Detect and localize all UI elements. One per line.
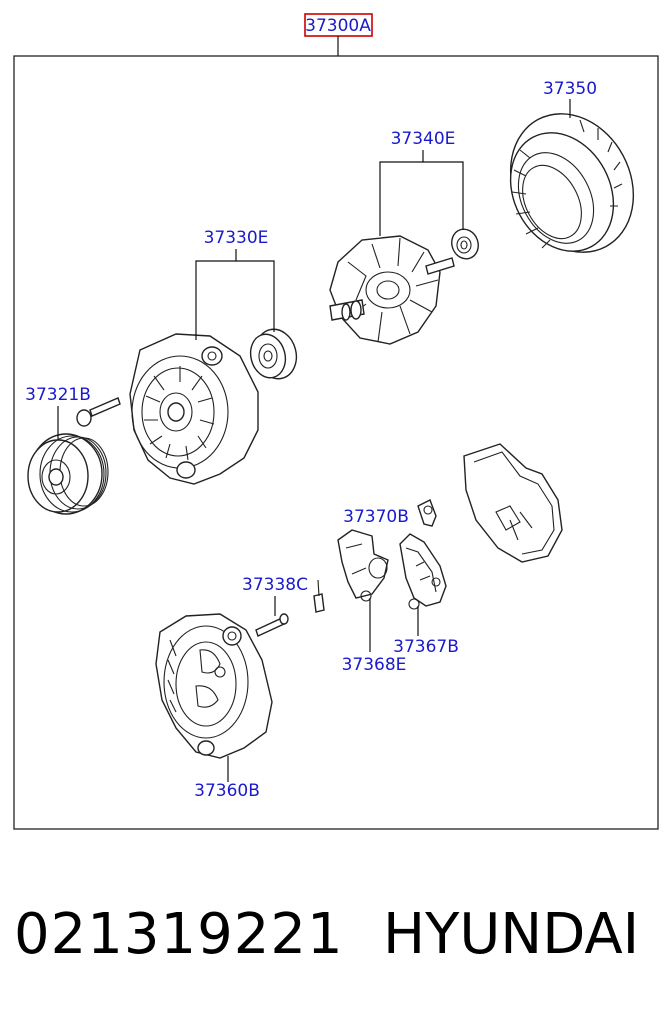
part-number: 021319221: [14, 902, 344, 967]
pulley-part[interactable]: [27, 433, 109, 515]
brush-holder-label[interactable]: 37370B: [343, 507, 409, 527]
through-bolt-part[interactable]: [255, 613, 289, 637]
diagram-frame: [13, 55, 659, 830]
brand-name: HYUNDAI: [383, 902, 640, 967]
rotor-part[interactable]: [329, 235, 455, 345]
stator-part[interactable]: [487, 92, 657, 274]
front-bracket-label[interactable]: 37330E: [204, 228, 269, 248]
brush-holder-part[interactable]: [417, 499, 437, 527]
alternator-exploded-diagram: 37300A 37350 37340E: [13, 13, 659, 830]
front-bracket-part[interactable]: [129, 333, 259, 485]
pulley-label[interactable]: 37321B: [25, 385, 91, 405]
pulley-bolt[interactable]: [76, 397, 121, 427]
rotor-label[interactable]: 37340E: [391, 129, 456, 149]
footer: 021319221 HYUNDAI: [0, 895, 672, 985]
rotor-bearing[interactable]: [448, 225, 483, 262]
rear-bracket-label[interactable]: 37360B: [194, 781, 260, 801]
assembly-label[interactable]: 37300A: [305, 16, 371, 36]
rear-bracket-part[interactable]: [155, 613, 273, 759]
front-bearing[interactable]: [246, 325, 302, 384]
bolt-label[interactable]: 37338C: [242, 575, 308, 595]
terminal-bolt-part[interactable]: [313, 579, 325, 613]
regulator-part[interactable]: [337, 529, 389, 602]
rectifier-label[interactable]: 37367B: [393, 637, 459, 657]
stator-label[interactable]: 37350: [543, 79, 597, 99]
regulator-label[interactable]: 37368E: [342, 655, 407, 675]
rectifier-part[interactable]: [399, 533, 447, 610]
rear-cover-part[interactable]: [463, 443, 563, 563]
